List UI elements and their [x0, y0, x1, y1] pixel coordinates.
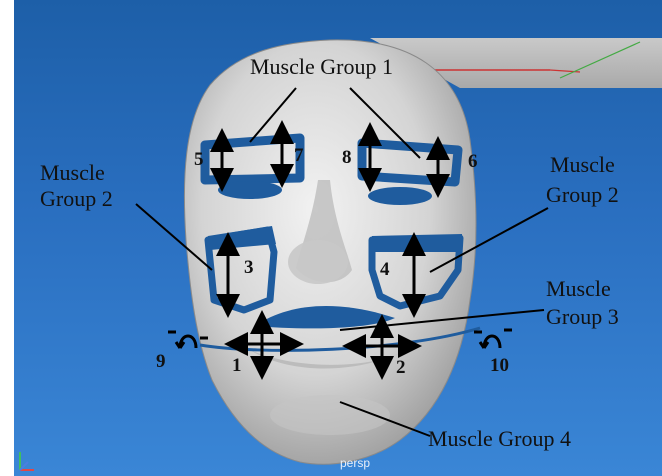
number-2: 2 [396, 358, 406, 378]
number-10: 10 [490, 356, 509, 376]
label-muscle-group-4: Muscle Group 4 [428, 426, 571, 452]
label-muscle-group-1: Muscle Group 1 [250, 54, 393, 80]
number-9: 9 [156, 352, 166, 372]
axis-gizmo [20, 452, 34, 470]
label-muscle-group-2-right-line1: Muscle [550, 152, 615, 178]
number-3: 3 [244, 258, 254, 278]
number-6: 6 [468, 152, 478, 172]
number-8: 8 [342, 148, 352, 168]
camera-label: persp [340, 456, 370, 470]
label-muscle-group-3-line2: Group 3 [546, 304, 619, 330]
label-muscle-group-2-left-line1: Muscle [40, 160, 105, 186]
rotation-symbol-right [474, 330, 512, 348]
number-1: 1 [232, 356, 242, 376]
number-7: 7 [294, 146, 304, 166]
label-muscle-group-2-right-line2: Group 2 [546, 182, 619, 208]
number-4: 4 [380, 260, 390, 280]
label-muscle-group-2-left-line2: Group 2 [40, 186, 113, 212]
label-muscle-group-3-line1: Muscle [546, 276, 611, 302]
number-5: 5 [194, 150, 204, 170]
